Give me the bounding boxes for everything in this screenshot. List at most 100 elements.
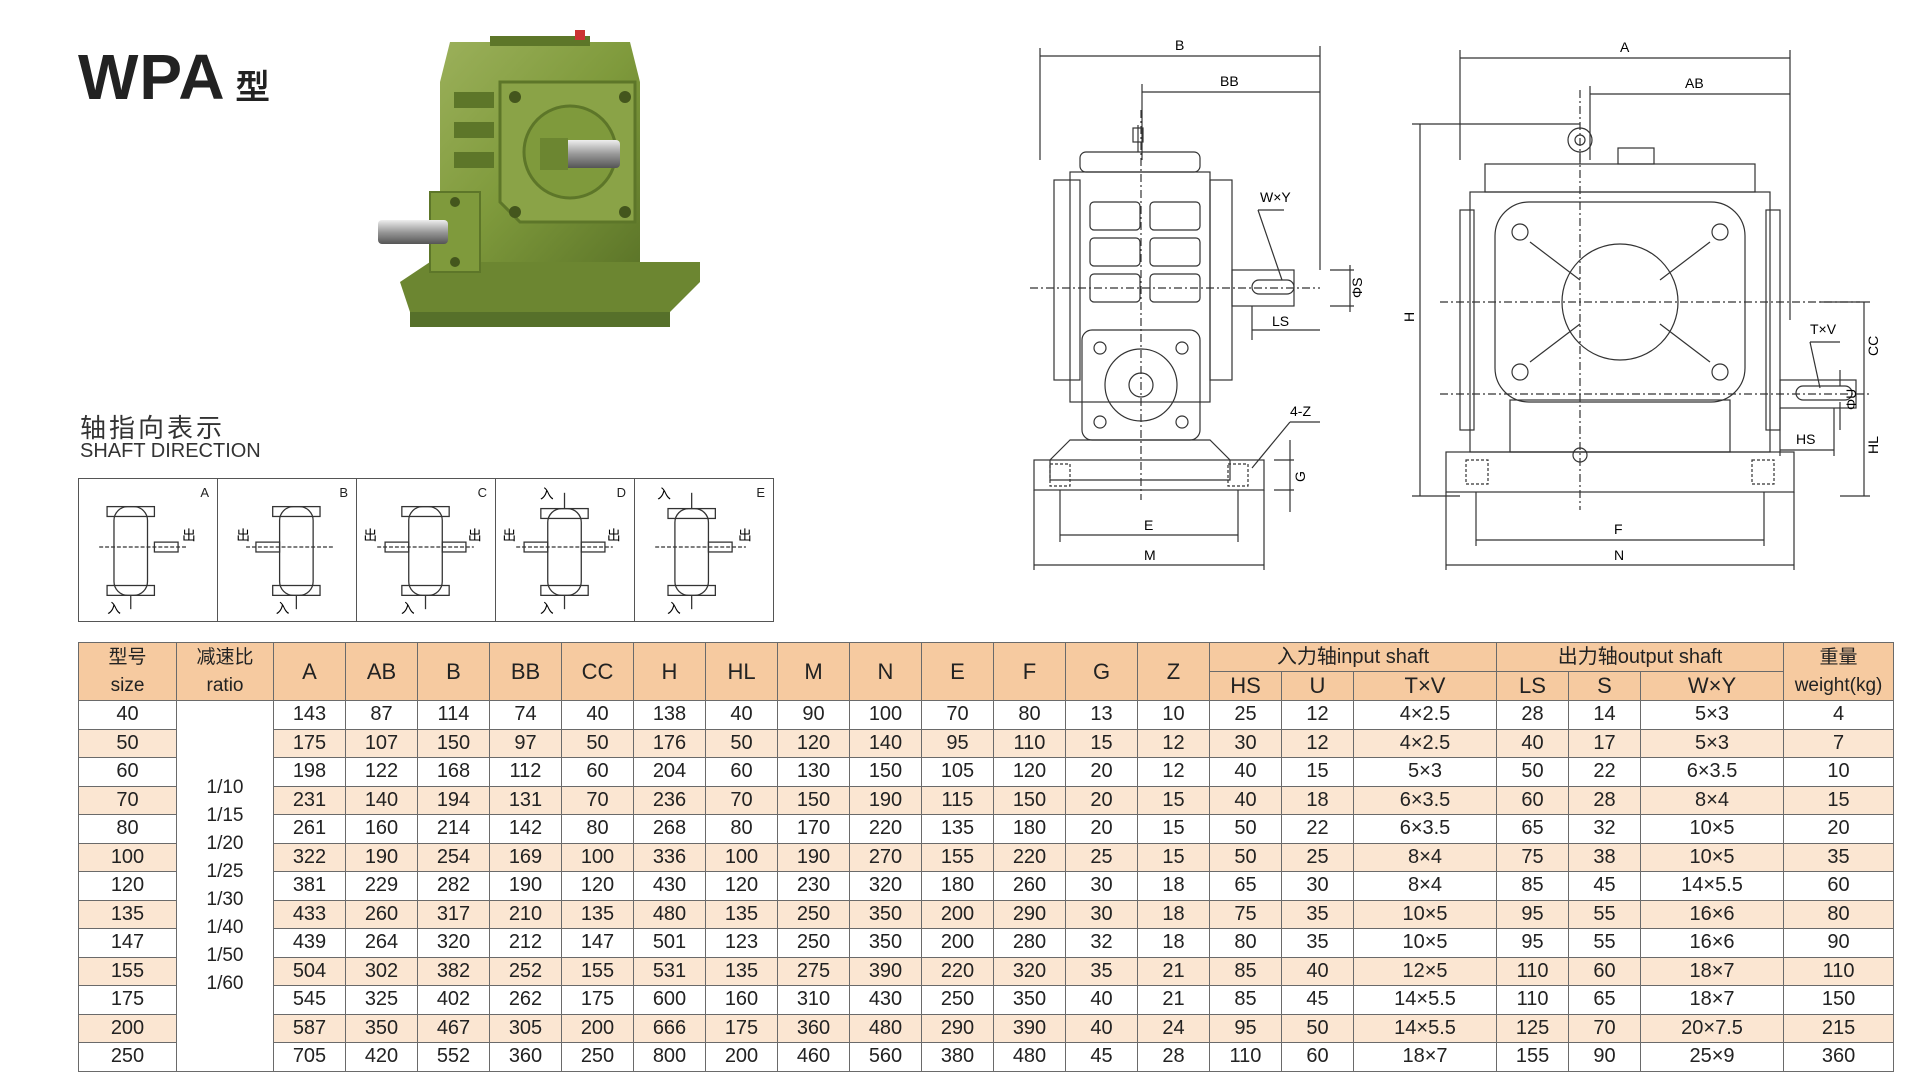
- dim-label-z: 4-Z: [1290, 403, 1311, 419]
- cell-dim: 190: [777, 842, 850, 872]
- dim-label-b: B: [1175, 37, 1184, 53]
- cell-input: 80: [1209, 928, 1282, 958]
- cell-output: 32: [1568, 814, 1642, 844]
- out-label: 出: [236, 528, 250, 544]
- cell-dim: 170: [777, 814, 850, 844]
- cell-dim: 190: [489, 871, 562, 901]
- shaft-direction-c: C 出 出 入: [357, 479, 496, 621]
- cell-output: 28: [1496, 700, 1570, 730]
- cell-dim: 28: [1137, 1042, 1210, 1072]
- cell-dim: 220: [993, 842, 1066, 872]
- cell-dim: 220: [849, 814, 922, 844]
- cell-output: 60: [1568, 956, 1642, 986]
- header-input: T×V: [1352, 671, 1498, 701]
- dim-label-u: ΦU: [1843, 389, 1859, 410]
- cell-size: 155: [78, 956, 177, 986]
- in-label: 入: [401, 601, 415, 617]
- cell-input: 30: [1281, 871, 1354, 901]
- cell-dim: 230: [777, 871, 850, 901]
- in-label: 入: [657, 487, 671, 503]
- cell-input: 6×3.5: [1352, 785, 1498, 815]
- cell-input: 8×4: [1352, 871, 1498, 901]
- cell-output: 22: [1568, 757, 1642, 787]
- header-weight-cn: 重量: [1819, 646, 1858, 668]
- cell-dim: 381: [273, 871, 346, 901]
- cell-dim: 560: [849, 1042, 922, 1072]
- cell-output: 20×7.5: [1640, 1013, 1785, 1043]
- dim-label-ls: LS: [1272, 313, 1289, 329]
- cell-dim: 264: [345, 928, 418, 958]
- cell-weight: 10: [1783, 757, 1895, 787]
- cell-input: 18: [1281, 785, 1354, 815]
- cell-dim: 390: [849, 956, 922, 986]
- cell-output: 25×9: [1640, 1042, 1785, 1072]
- shaft-diagram-icon: 出 出 入: [363, 505, 482, 617]
- shaft-direction-b: B 出 入: [218, 479, 357, 621]
- cell-size: 175: [78, 985, 177, 1015]
- cell-input: 65: [1209, 871, 1282, 901]
- cell-dim: 100: [705, 842, 778, 872]
- cell-dim: 175: [561, 985, 634, 1015]
- cell-dim: 21: [1137, 956, 1210, 986]
- header-ratio-cn: 减速比: [196, 646, 254, 668]
- out-label: 出: [363, 528, 377, 544]
- table-subheader-row: HS U T×V LS S W×Y: [79, 671, 1894, 701]
- header-output: S: [1568, 671, 1642, 701]
- cell-dim: 155: [921, 842, 994, 872]
- header-dim: F: [993, 642, 1066, 701]
- cell-dim: 107: [345, 728, 418, 758]
- out-label: 出: [738, 528, 752, 544]
- shaft-diagram-icon: 入 出 出 入: [502, 487, 620, 617]
- cell-dim: 40: [1065, 985, 1138, 1015]
- cell-dim: 80: [561, 814, 634, 844]
- cell-output: 16×6: [1640, 899, 1785, 929]
- ratio-value: 1/20: [206, 832, 244, 854]
- header-dim: N: [849, 642, 922, 701]
- cell-weight: 15: [1783, 785, 1895, 815]
- cell-dim: 15: [1065, 728, 1138, 758]
- cell-dim: 169: [489, 842, 562, 872]
- cell-dim: 70: [705, 785, 778, 815]
- cell-dim: 18: [1137, 871, 1210, 901]
- cell-dim: 122: [345, 757, 418, 787]
- cell-input: 6×3.5: [1352, 814, 1498, 844]
- cell-dim: 120: [705, 871, 778, 901]
- cell-dim: 175: [705, 1013, 778, 1043]
- cell-output: 55: [1568, 899, 1642, 929]
- cell-dim: 229: [345, 871, 418, 901]
- cell-dim: 70: [561, 785, 634, 815]
- cell-output: 40: [1496, 728, 1570, 758]
- header-dim: M: [777, 642, 850, 701]
- header-dim: AB: [345, 642, 418, 701]
- cell-dim: 460: [777, 1042, 850, 1072]
- cell-size: 70: [78, 785, 177, 815]
- cell-dim: 160: [705, 985, 778, 1015]
- cell-dim: 147: [561, 928, 634, 958]
- dim-label-hl: HL: [1865, 436, 1880, 454]
- cell-dim: 260: [345, 899, 418, 929]
- cell-dim: 800: [633, 1042, 706, 1072]
- cell-output: 17: [1568, 728, 1642, 758]
- cell-dim: 150: [993, 785, 1066, 815]
- dim-label-bb: BB: [1220, 73, 1239, 89]
- cell-size: 100: [78, 842, 177, 872]
- cell-dim: 360: [489, 1042, 562, 1072]
- cell-dim: 90: [777, 700, 850, 730]
- cell-dim: 50: [705, 728, 778, 758]
- cell-dim: 552: [417, 1042, 490, 1072]
- cell-size: 250: [78, 1042, 177, 1072]
- shaft-diagram-icon: 出 入: [236, 505, 335, 617]
- cell-input: 15: [1281, 757, 1354, 787]
- cell-output: 8×4: [1640, 785, 1785, 815]
- cell-dim: 360: [777, 1013, 850, 1043]
- cell-dim: 120: [777, 728, 850, 758]
- cell-dim: 350: [345, 1013, 418, 1043]
- cell-dim: 80: [705, 814, 778, 844]
- header-output: W×Y: [1640, 671, 1785, 701]
- cell-weight: 7: [1783, 728, 1895, 758]
